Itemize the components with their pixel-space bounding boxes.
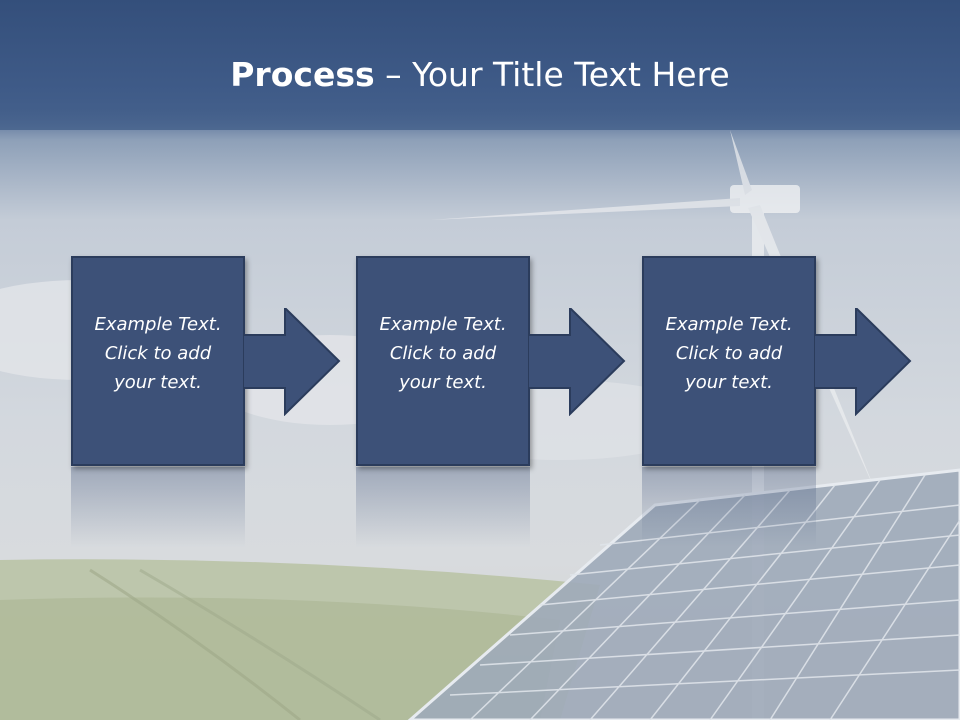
step-line: your text. — [685, 372, 773, 393]
step-line: Click to add — [675, 343, 783, 364]
step-text[interactable]: Example Text. Click to add your text. — [644, 310, 814, 397]
step-line: your text. — [114, 372, 202, 393]
right-arrow-icon — [814, 308, 912, 416]
step-reflection — [71, 467, 245, 547]
process-step-1[interactable]: Example Text. Click to add your text. — [71, 256, 245, 466]
process-step-2[interactable]: Example Text. Click to add your text. — [356, 256, 530, 466]
step-line: Click to add — [389, 343, 497, 364]
step-text[interactable]: Example Text. Click to add your text. — [358, 310, 528, 397]
step-reflection — [356, 467, 530, 547]
right-arrow-icon — [528, 308, 626, 416]
solar-panel-icon — [407, 468, 960, 720]
title-bar — [0, 0, 960, 130]
title-bold: Process — [230, 55, 375, 94]
step-line: Example Text. — [94, 314, 222, 335]
step-line: Click to add — [104, 343, 212, 364]
right-arrow-icon — [243, 308, 341, 416]
process-step-3[interactable]: Example Text. Click to add your text. — [642, 256, 816, 466]
step-line: your text. — [399, 372, 487, 393]
step-line: Example Text. — [379, 314, 507, 335]
slide-title[interactable]: Process – Your Title Text Here — [0, 52, 960, 98]
step-text[interactable]: Example Text. Click to add your text. — [73, 310, 243, 397]
step-line: Example Text. — [665, 314, 793, 335]
step-reflection — [642, 467, 816, 547]
title-rest: – Your Title Text Here — [374, 55, 730, 94]
